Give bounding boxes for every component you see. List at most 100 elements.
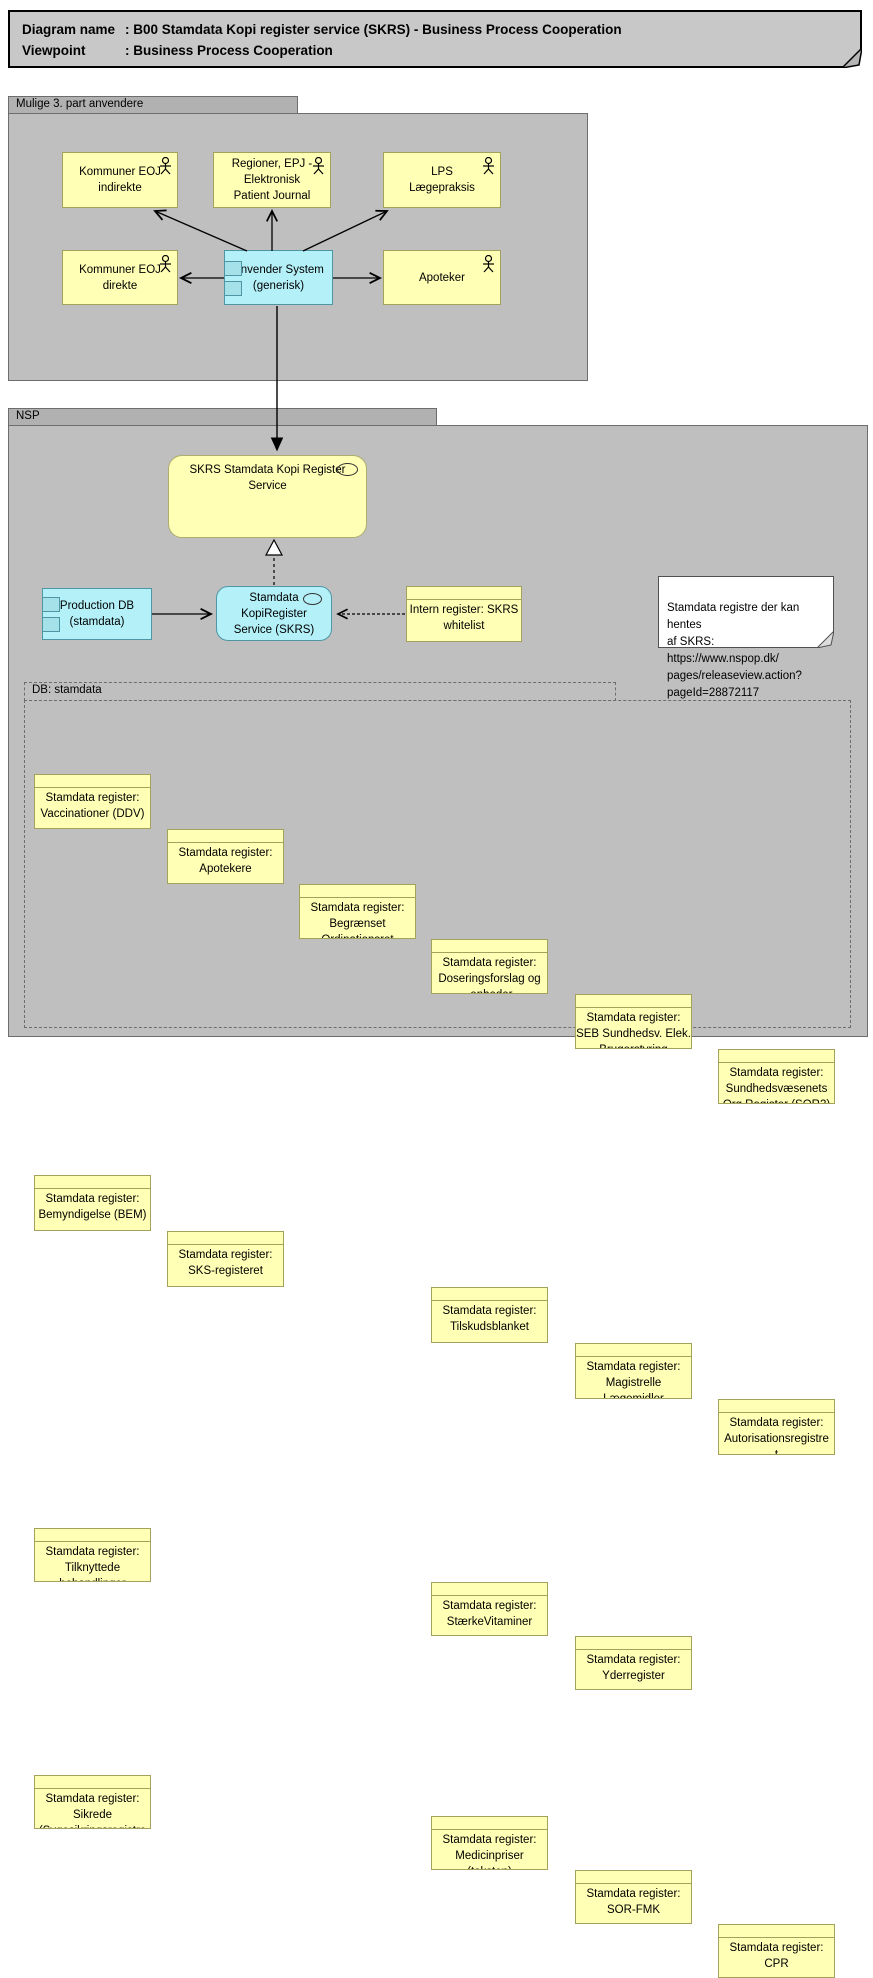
component-anvender-system[interactable]: Anvender System (generisk) bbox=[224, 250, 333, 305]
register-bemyndigelse-bem[interactable]: Stamdata register: Bemyndigelse (BEM) bbox=[34, 1175, 151, 1231]
node-label: Stamdata register: Sundhedsvæsenets Org … bbox=[723, 1067, 830, 1103]
data-object-band bbox=[168, 1244, 283, 1245]
actor-apoteker[interactable]: Apoteker bbox=[383, 250, 501, 305]
register-staerkevitaminer[interactable]: Stamdata register: StærkeVitaminer bbox=[431, 1582, 548, 1636]
viewpoint-value: : Business Process Cooperation bbox=[125, 43, 333, 58]
diagram-name-label: Diagram name bbox=[22, 22, 116, 37]
actor-kommuner-eoj-direkte[interactable]: Kommuner EOJ direkte bbox=[62, 250, 178, 305]
data-object-band bbox=[35, 1541, 150, 1542]
note-skrs-registre-link[interactable]: Stamdata registre der kan hentes af SKRS… bbox=[658, 576, 834, 699]
node-label: Stamdata register: SOR-FMK bbox=[586, 1888, 681, 1916]
node-label: Stamdata register: Medicinpriser (takste… bbox=[442, 1834, 537, 1869]
actor-icon bbox=[313, 157, 324, 175]
group-tab-mulige-3-part-anvendere[interactable]: Mulige 3. part anvendere bbox=[8, 96, 298, 114]
node-label: Stamdata register: Magistrelle Lægemidle… bbox=[586, 1361, 681, 1399]
register-cpr[interactable]: Stamdata register: CPR bbox=[718, 1924, 835, 1978]
data-object-band bbox=[35, 1788, 150, 1789]
viewpoint-row: Viewpoint : Business Process Cooperation bbox=[22, 40, 860, 61]
viewpoint-label: Viewpoint bbox=[22, 43, 86, 58]
data-object-band bbox=[576, 1356, 691, 1357]
data-object-band bbox=[432, 1829, 547, 1830]
data-object-band bbox=[576, 1007, 691, 1008]
actor-regioner-epj[interactable]: Regioner, EPJ - Elektronisk Patient Jour… bbox=[213, 152, 331, 208]
group-body-nsp[interactable] bbox=[8, 425, 868, 1037]
data-object-intern-register-skrs-whitelist[interactable]: Intern register: SKRS whitelist bbox=[406, 586, 522, 642]
register-sor-fmk[interactable]: Stamdata register: SOR-FMK bbox=[575, 1870, 692, 1924]
actor-kommuner-eoj-indirekte[interactable]: Kommuner EOJ indirekte bbox=[62, 152, 178, 208]
node-label: Stamdata register: SKS-registeret bbox=[178, 1249, 273, 1277]
node-label: Stamdata register: StærkeVitaminer bbox=[442, 1600, 537, 1628]
component-tabs-icon bbox=[225, 261, 242, 296]
data-object-band bbox=[576, 1883, 691, 1884]
register-tilknyttede-behandlinger[interactable]: Stamdata register: Tilknyttede behandlin… bbox=[34, 1528, 151, 1582]
actor-icon bbox=[483, 157, 494, 175]
register-apotekere[interactable]: Stamdata register: Apotekere bbox=[167, 829, 284, 884]
node-label: Apoteker bbox=[418, 271, 466, 284]
data-object-band bbox=[300, 897, 415, 898]
node-label: Intern register: SKRS whitelist bbox=[409, 604, 519, 632]
node-label: Stamdata register: Vaccinationer (DDV) bbox=[40, 792, 145, 820]
data-object-band bbox=[407, 599, 521, 600]
node-label: Stamdata register: Autorisationsregistre… bbox=[724, 1417, 829, 1455]
register-seb-brugerstyring[interactable]: Stamdata register: SEB Sundhedsv. Elek. … bbox=[575, 994, 692, 1049]
component-tabs-icon bbox=[43, 597, 60, 632]
register-tilskudsblanket[interactable]: Stamdata register: Tilskudsblanket bbox=[431, 1287, 548, 1343]
group-label: NSP bbox=[16, 410, 40, 422]
actor-icon bbox=[160, 157, 171, 175]
node-label: Kommuner EOJ indirekte bbox=[79, 166, 161, 194]
register-sikrede[interactable]: Stamdata register: Sikrede (Sygesikrings… bbox=[34, 1775, 151, 1829]
register-yderregister[interactable]: Stamdata register: Yderregister bbox=[575, 1636, 692, 1690]
service-oval-icon bbox=[303, 593, 322, 605]
diagram-title-note: Diagram name : B00 Stamdata Kopi register… bbox=[8, 10, 862, 68]
node-label: Production DB (stamdata) bbox=[59, 600, 135, 628]
data-object-band bbox=[432, 1595, 547, 1596]
folded-corner-icon bbox=[817, 631, 834, 648]
node-label: Stamdata register: CPR bbox=[729, 1942, 824, 1970]
data-object-band bbox=[35, 1188, 150, 1189]
group-tab-db-stamdata[interactable]: DB: stamdata bbox=[24, 682, 616, 701]
service-stamdata-kopiregister-skrs[interactable]: Stamdata KopiRegister Service (SKRS) bbox=[216, 586, 332, 641]
node-label: Stamdata register: Begrænset Ordinations… bbox=[310, 902, 405, 938]
node-label: Stamdata register: Doseringsforslag og -… bbox=[438, 957, 541, 993]
group-label: DB: stamdata bbox=[32, 684, 102, 696]
data-object-band bbox=[432, 1300, 547, 1301]
actor-icon bbox=[160, 255, 171, 273]
data-object-band bbox=[719, 1062, 834, 1063]
actor-lps-laegepraksis[interactable]: LPS Lægepraksis bbox=[383, 152, 501, 208]
register-autorisationsregistret[interactable]: Stamdata register: Autorisationsregistre… bbox=[718, 1399, 835, 1455]
group-label: Mulige 3. part anvendere bbox=[16, 98, 144, 110]
register-magistrelle-laegemidler[interactable]: Stamdata register: Magistrelle Lægemidle… bbox=[575, 1343, 692, 1399]
folded-corner-icon bbox=[842, 48, 862, 68]
register-medicinpriser-taksten[interactable]: Stamdata register: Medicinpriser (takste… bbox=[431, 1816, 548, 1870]
actor-icon bbox=[483, 255, 494, 273]
node-label: Stamdata register: Tilknyttede behandlin… bbox=[45, 1546, 140, 1581]
data-object-band bbox=[168, 842, 283, 843]
node-label: Regioner, EPJ - Elektronisk Patient Jour… bbox=[231, 158, 313, 202]
node-label: Stamdata register: Bemyndigelse (BEM) bbox=[38, 1193, 147, 1221]
node-label: SKRS Stamdata Kopi Register Service bbox=[189, 464, 346, 492]
data-object-band bbox=[432, 952, 547, 953]
node-label: Kommuner EOJ direkte bbox=[79, 263, 161, 292]
register-sks-registeret[interactable]: Stamdata register: SKS-registeret bbox=[167, 1231, 284, 1287]
service-skrs-stamdata-kopi-register[interactable]: SKRS Stamdata Kopi Register Service bbox=[168, 455, 367, 538]
register-vaccinationer-ddv[interactable]: Stamdata register: Vaccinationer (DDV) bbox=[34, 774, 151, 829]
node-label: Stamdata KopiRegister Service (SKRS) bbox=[233, 591, 315, 636]
data-object-band bbox=[35, 787, 150, 788]
register-doseringsforslag[interactable]: Stamdata register: Doseringsforslag og -… bbox=[431, 939, 548, 994]
register-begraenset-ordinationsret[interactable]: Stamdata register: Begrænset Ordinations… bbox=[299, 884, 416, 939]
group-tab-nsp[interactable]: NSP bbox=[8, 408, 437, 426]
data-object-band bbox=[576, 1649, 691, 1650]
data-object-band bbox=[719, 1937, 834, 1938]
component-production-db[interactable]: Production DB (stamdata) bbox=[42, 588, 152, 640]
node-label: Stamdata register: Tilskudsblanket bbox=[442, 1305, 537, 1333]
register-sor2[interactable]: Stamdata register: Sundhedsvæsenets Org … bbox=[718, 1049, 835, 1104]
data-object-band bbox=[719, 1412, 834, 1413]
note-text: Stamdata registre der kan hentes af SKRS… bbox=[667, 602, 802, 699]
diagram-name-row: Diagram name : B00 Stamdata Kopi register… bbox=[22, 19, 860, 40]
node-label: Stamdata register: SEB Sundhedsv. Elek. … bbox=[576, 1012, 691, 1048]
service-oval-icon bbox=[337, 463, 358, 476]
node-label: Stamdata register: Sikrede (Sygesikrings… bbox=[39, 1793, 146, 1828]
node-label: Stamdata register: Yderregister bbox=[586, 1654, 681, 1682]
diagram-name-value: : B00 Stamdata Kopi register service (SK… bbox=[125, 22, 622, 37]
group-body-db-stamdata[interactable] bbox=[24, 700, 851, 1028]
